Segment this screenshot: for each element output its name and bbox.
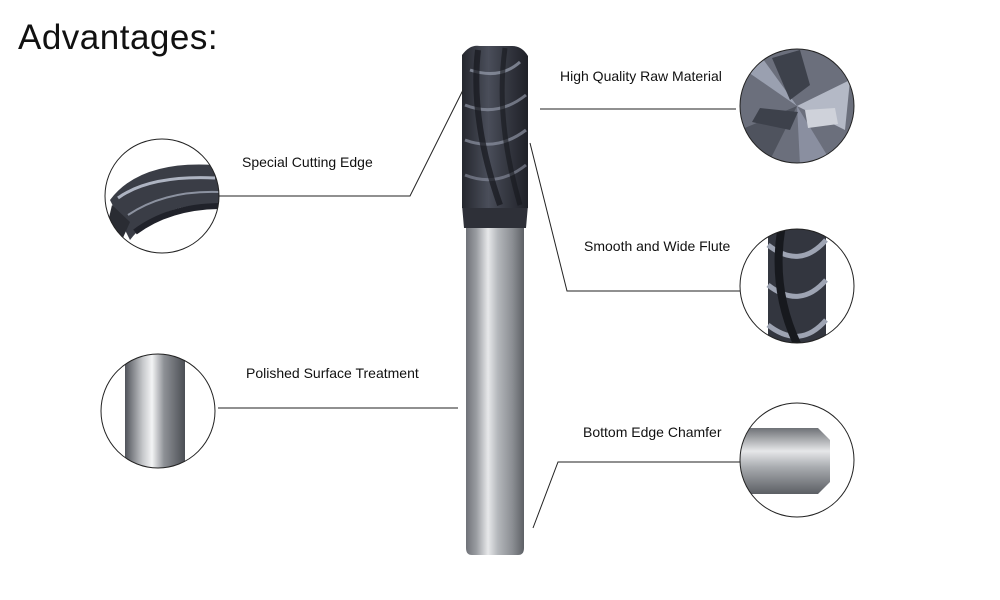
leader-line-flute (529, 142, 740, 292)
polished-shank-closeup-icon (100, 353, 216, 469)
callout-label-polished-surface: Polished Surface Treatment (246, 365, 419, 381)
callout-label-chamfer: Bottom Edge Chamfer (583, 424, 722, 440)
end-mill-tool-icon (462, 45, 528, 555)
leader-lines (218, 89, 740, 529)
page-title: Advantages: (18, 18, 219, 57)
callout-label-cutting-edge: Special Cutting Edge (242, 154, 373, 170)
leader-line-chamfer (532, 461, 740, 529)
end-face-closeup-icon (739, 48, 855, 164)
callout-label-flute: Smooth and Wide Flute (584, 238, 731, 254)
callout-label-raw-material: High Quality Raw Material (560, 68, 722, 84)
chamfer-closeup-icon (739, 402, 855, 518)
cutting-edge-closeup-icon (104, 138, 220, 254)
flute-closeup-icon (739, 228, 855, 344)
leader-line-cutting-edge (218, 89, 464, 197)
